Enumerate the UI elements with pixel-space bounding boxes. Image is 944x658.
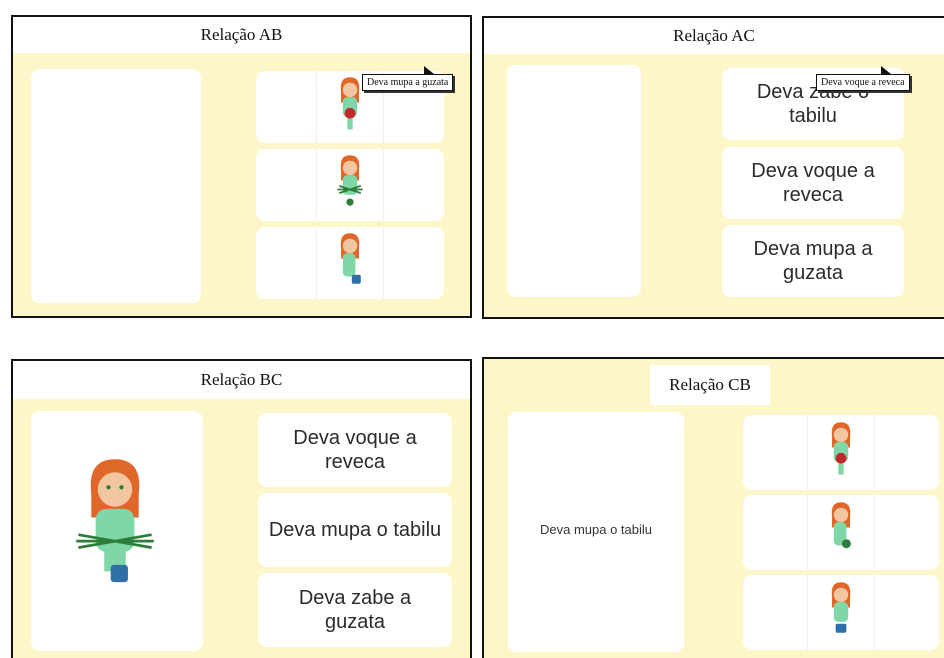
panel-title: Relação AC	[484, 18, 944, 54]
sample-text: Deva mupa o tabilu	[539, 522, 652, 537]
sample-area[interactable]: Deva mupa o tabilu	[508, 412, 684, 652]
option-text-3[interactable]: Deva mupa a guzata	[722, 225, 904, 297]
option-image-1[interactable]	[743, 415, 939, 490]
girl-holding-green-plant-icon	[337, 155, 363, 206]
girl-holding-blue-object-icon	[340, 233, 361, 284]
girl-holding-green-plant-icon	[831, 502, 851, 549]
option-image-3[interactable]	[743, 575, 939, 650]
panel-title: Relação CB	[650, 365, 770, 405]
sample-area[interactable]	[507, 65, 641, 297]
sample-area[interactable]	[31, 69, 201, 303]
panel-title: Relação BC	[13, 361, 470, 399]
tooltip: Deva voque a reveca	[816, 66, 910, 91]
girl-holding-red-object-icon	[831, 422, 851, 475]
option-text-1[interactable]: Deva voque a reveca	[258, 413, 452, 487]
tooltip: Deva mupa a guzata	[362, 66, 454, 91]
option-text-2[interactable]: Deva mupa o tabilu	[258, 493, 452, 567]
panel-relacao-cb: Relação CB Deva mupa o tabilu	[482, 357, 944, 658]
girl-holding-red-object-icon	[340, 77, 360, 130]
option-image-3[interactable]	[256, 227, 444, 299]
girl-holding-blue-object-icon	[831, 582, 851, 633]
panel-title: Relação AB	[13, 17, 470, 53]
option-image-2[interactable]	[256, 149, 444, 221]
option-text-3[interactable]: Deva zabe a guzata	[258, 573, 452, 647]
option-image-2[interactable]	[743, 495, 939, 570]
panel-relacao-ac: Relação AC Deva zabe o tabilu Deva voque…	[482, 16, 944, 319]
panel-relacao-ab: Relação AB Deva mupa a guzata	[11, 15, 472, 318]
sample-area[interactable]	[31, 411, 203, 651]
option-text-2[interactable]: Deva voque a reveca	[722, 147, 904, 219]
panel-relacao-bc: Relação BC Deva voque a reveca Deva mupa…	[11, 359, 472, 658]
girl-holding-plant-and-blue-object-icon	[76, 459, 154, 583]
